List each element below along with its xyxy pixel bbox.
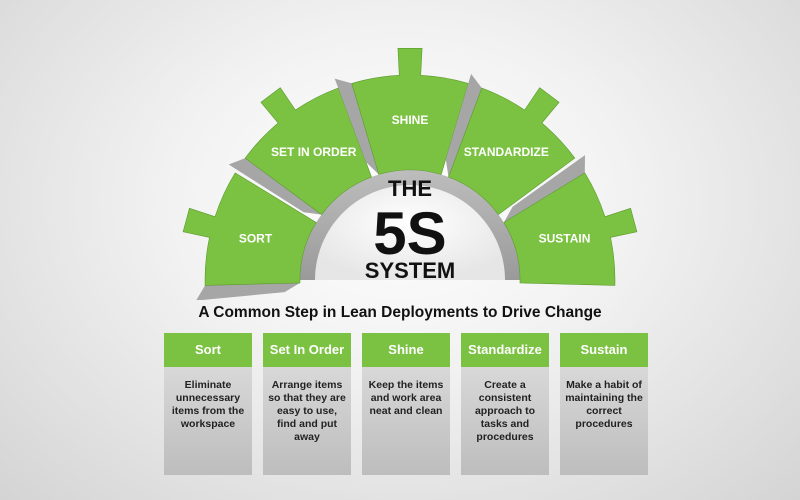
card-title: Sustain	[560, 333, 648, 367]
hub-title-system: SYSTEM	[365, 258, 455, 283]
hub-title-5s: 5S	[373, 200, 446, 267]
diagram-subtitle: A Common Step in Lean Deployments to Dri…	[198, 304, 602, 321]
card-set-in-order: Set In Order Arrange items so that they …	[263, 333, 351, 475]
card-description: Create a consistent approach to tasks an…	[461, 367, 549, 475]
segment-side-face	[445, 73, 482, 177]
segment-face	[244, 87, 372, 216]
card-shine: Shine Keep the items and work area neat …	[362, 333, 450, 475]
segment-side-face	[228, 158, 322, 215]
segment-face	[182, 172, 317, 286]
wheel-segment-sustain: SUSTAIN	[503, 155, 638, 286]
segment-label: SET IN ORDER	[271, 145, 357, 159]
segment-side-face	[196, 282, 300, 300]
card-sustain: Sustain Make a habit of maintaining the …	[560, 333, 648, 475]
segment-label: SORT	[239, 232, 273, 246]
wheel-segment-sort: SORT	[182, 172, 317, 300]
hub-title-the: THE	[388, 176, 432, 201]
step-cards: Sort Eliminate unnecessary items from th…	[164, 333, 650, 475]
card-description: Make a habit of maintaining the correct …	[560, 367, 648, 475]
card-standardize: Standardize Create a consistent approach…	[461, 333, 549, 475]
wheel-segment-standardize: STANDARDIZE	[445, 73, 576, 216]
segment-side-face	[503, 155, 585, 223]
segment-face	[351, 48, 469, 175]
card-description: Keep the items and work area neat and cl…	[362, 367, 450, 475]
card-title: Shine	[362, 333, 450, 367]
segment-face	[448, 87, 576, 216]
wheel-segment-set-in-order: SET IN ORDER	[228, 87, 372, 216]
segment-label: SUSTAIN	[539, 232, 591, 246]
segment-label: SHINE	[392, 113, 429, 127]
card-title: Set In Order	[263, 333, 351, 367]
card-title: Standardize	[461, 333, 549, 367]
hub-circle	[315, 185, 505, 280]
card-description: Eliminate unnecessary items from the wor…	[164, 367, 252, 475]
card-description: Arrange items so that they are easy to u…	[263, 367, 351, 475]
card-title: Sort	[164, 333, 252, 367]
segment-face	[503, 172, 638, 286]
card-sort: Sort Eliminate unnecessary items from th…	[164, 333, 252, 475]
segment-label: STANDARDIZE	[464, 145, 549, 159]
wheel-segment-shine: SHINE	[334, 48, 469, 175]
segment-side-face	[334, 78, 379, 175]
